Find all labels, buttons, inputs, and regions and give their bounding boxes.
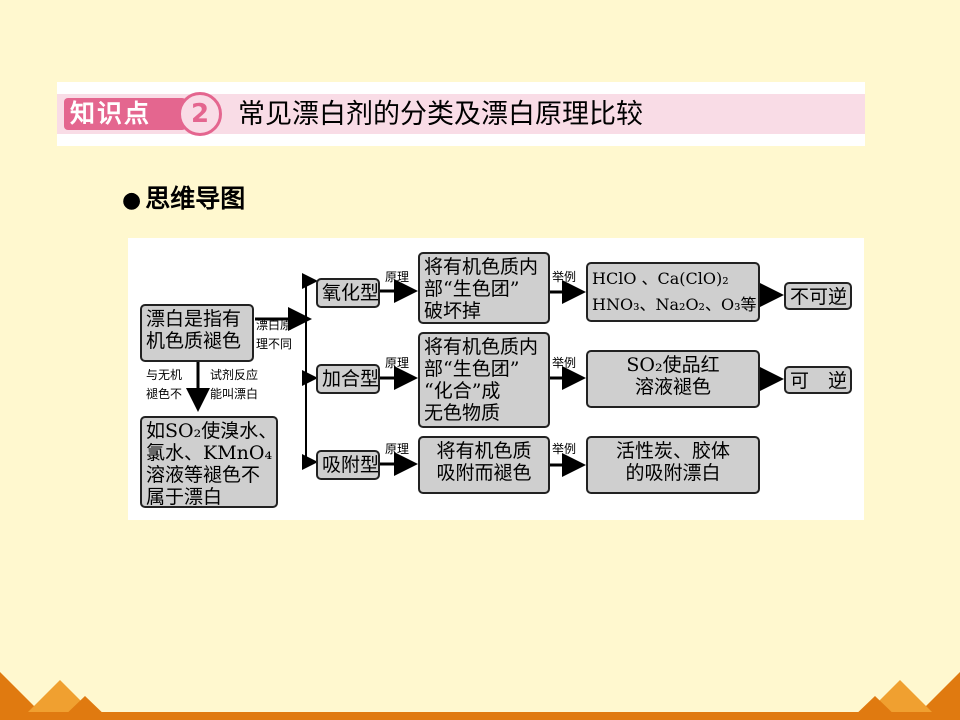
section-heading: ●思维导图: [122, 182, 245, 218]
knowledge-point-tag: 知识点: [64, 98, 186, 130]
example-line: HClO 、Ca(ClO)₂: [592, 269, 729, 288]
principle-line: 部“生色团”: [424, 278, 520, 300]
result-label: 可 逆: [790, 370, 848, 392]
corner-decoration-left: [0, 672, 110, 720]
example-box-adsorption: 活性炭、胶体 的吸附漂白: [586, 436, 760, 494]
knowledge-point-number: 2: [178, 92, 222, 136]
note-line: 理不同: [256, 337, 293, 351]
note-line: 试剂反应: [210, 368, 259, 382]
counter-example-line: 属于漂白: [146, 486, 223, 508]
counter-example-line: 溶液等褪色不: [146, 464, 261, 486]
type-label: 吸附型: [322, 454, 380, 476]
section-label: 思维导图: [145, 184, 246, 213]
principle-line: 破坏掉: [424, 300, 482, 322]
example-line: 的吸附漂白: [625, 462, 721, 484]
example-line: SO₂使品红: [626, 354, 720, 376]
principle-box-addition: 将有机色质内 部“生色团” “化合”成 无色物质: [418, 332, 550, 428]
result-irreversible: 不可逆: [784, 282, 852, 310]
example-line: HNO₃、Na₂O₂、O₃等: [592, 295, 757, 314]
principle-box-adsorption: 将有机色质 吸附而褪色: [418, 436, 550, 494]
counter-example-box: 如SO₂使溴水、 氯水、KMnO₄ 溶液等褪色不 属于漂白: [140, 416, 278, 508]
result-label: 不可逆: [790, 286, 848, 308]
type-adsorption: 吸附型: [316, 450, 380, 480]
result-reversible: 可 逆: [784, 366, 852, 394]
note-line: 褪色不: [146, 387, 183, 401]
definition-line: 机色质褪色: [146, 330, 242, 352]
note-line: 与无机: [146, 368, 183, 382]
page-title: 常见漂白剂的分类及漂白原理比较: [238, 99, 643, 130]
principle-label: 原理: [385, 356, 410, 370]
note-line: 能叫漂白: [210, 387, 259, 401]
example-line: 活性炭、胶体: [615, 440, 730, 462]
principle-line: 将有机色质内: [424, 336, 539, 358]
principle-line: 将有机色质内: [424, 256, 539, 278]
mind-map-diagram: 漂白是指有 机色质褪色 漂白原 理不同 与无机 褪色不 试剂反应 能叫漂白 如S…: [128, 238, 864, 520]
note-not-bleaching: 试剂反应 能叫漂白: [210, 368, 258, 402]
note-line: 漂白原: [256, 318, 293, 332]
corner-decoration-right: [850, 672, 960, 720]
principle-line: “化合”成: [424, 380, 501, 402]
type-addition: 加合型: [316, 364, 380, 394]
type-label: 氧化型: [322, 282, 380, 304]
note-inorganic: 与无机 褪色不: [146, 368, 182, 402]
example-line: 溶液褪色: [634, 376, 711, 398]
example-label: 举例: [552, 270, 577, 284]
principle-line: 吸附而褪色: [436, 462, 532, 484]
principle-box-oxidation: 将有机色质内 部“生色团” 破坏掉: [418, 252, 550, 324]
principle-label: 原理: [385, 270, 410, 284]
bullet-icon: ●: [122, 188, 142, 213]
example-label: 举例: [552, 356, 577, 370]
counter-example-line: 如SO₂使溴水、: [146, 420, 278, 442]
counter-example-line: 氯水、KMnO₄: [146, 442, 273, 464]
example-label: 举例: [552, 442, 577, 456]
definition-line: 漂白是指有: [146, 308, 242, 330]
bottom-strip: [0, 712, 960, 720]
example-box-oxidation: HClO 、Ca(ClO)₂ HNO₃、Na₂O₂、O₃等: [586, 262, 760, 322]
note-different-principle: 漂白原 理不同: [256, 318, 292, 352]
definition-box: 漂白是指有 机色质褪色: [140, 304, 254, 362]
principle-line: 部“生色团”: [424, 358, 520, 380]
principle-line: 将有机色质: [436, 440, 532, 462]
type-label: 加合型: [322, 368, 380, 390]
example-box-addition: SO₂使品红 溶液褪色: [586, 350, 760, 408]
principle-line: 无色物质: [424, 402, 501, 424]
type-oxidation: 氧化型: [316, 278, 380, 308]
principle-label: 原理: [385, 442, 410, 456]
